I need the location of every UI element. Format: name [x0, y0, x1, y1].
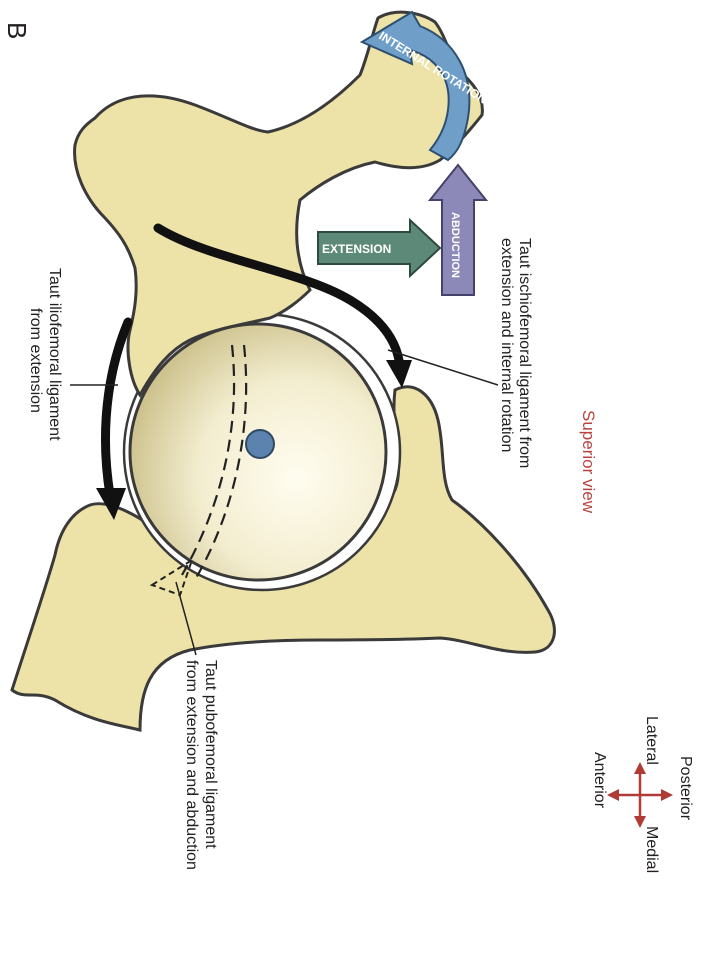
orientation-compass: [607, 762, 673, 828]
pubofemoral-label-2: from extension and abduction: [183, 660, 200, 870]
view-title: Superior view: [579, 410, 598, 514]
extension-label: EXTENSION: [322, 242, 391, 256]
compass-anterior: Anterior: [591, 752, 608, 809]
ischiofemoral-label-2: extension and internal rotation: [498, 238, 515, 452]
iliofemoral-label-2: from extension: [27, 308, 44, 413]
abduction-label: ABDUCTION: [449, 212, 461, 278]
ischiofemoral-label-1: Taut ischiofemoral ligament from: [516, 238, 533, 468]
compass-posterior: Posterior: [677, 756, 694, 821]
ischiofemoral-arrowhead: [386, 360, 412, 388]
femoral-head-dot: [246, 430, 274, 458]
compass-medial: Medial: [643, 826, 660, 873]
panel-letter: B: [2, 22, 32, 39]
iliofemoral-label-1: Taut iliofemoral ligament: [46, 268, 63, 441]
pubofemoral-label-1: Taut pubofemoral ligament: [202, 660, 219, 849]
compass-lateral: Lateral: [643, 716, 660, 765]
